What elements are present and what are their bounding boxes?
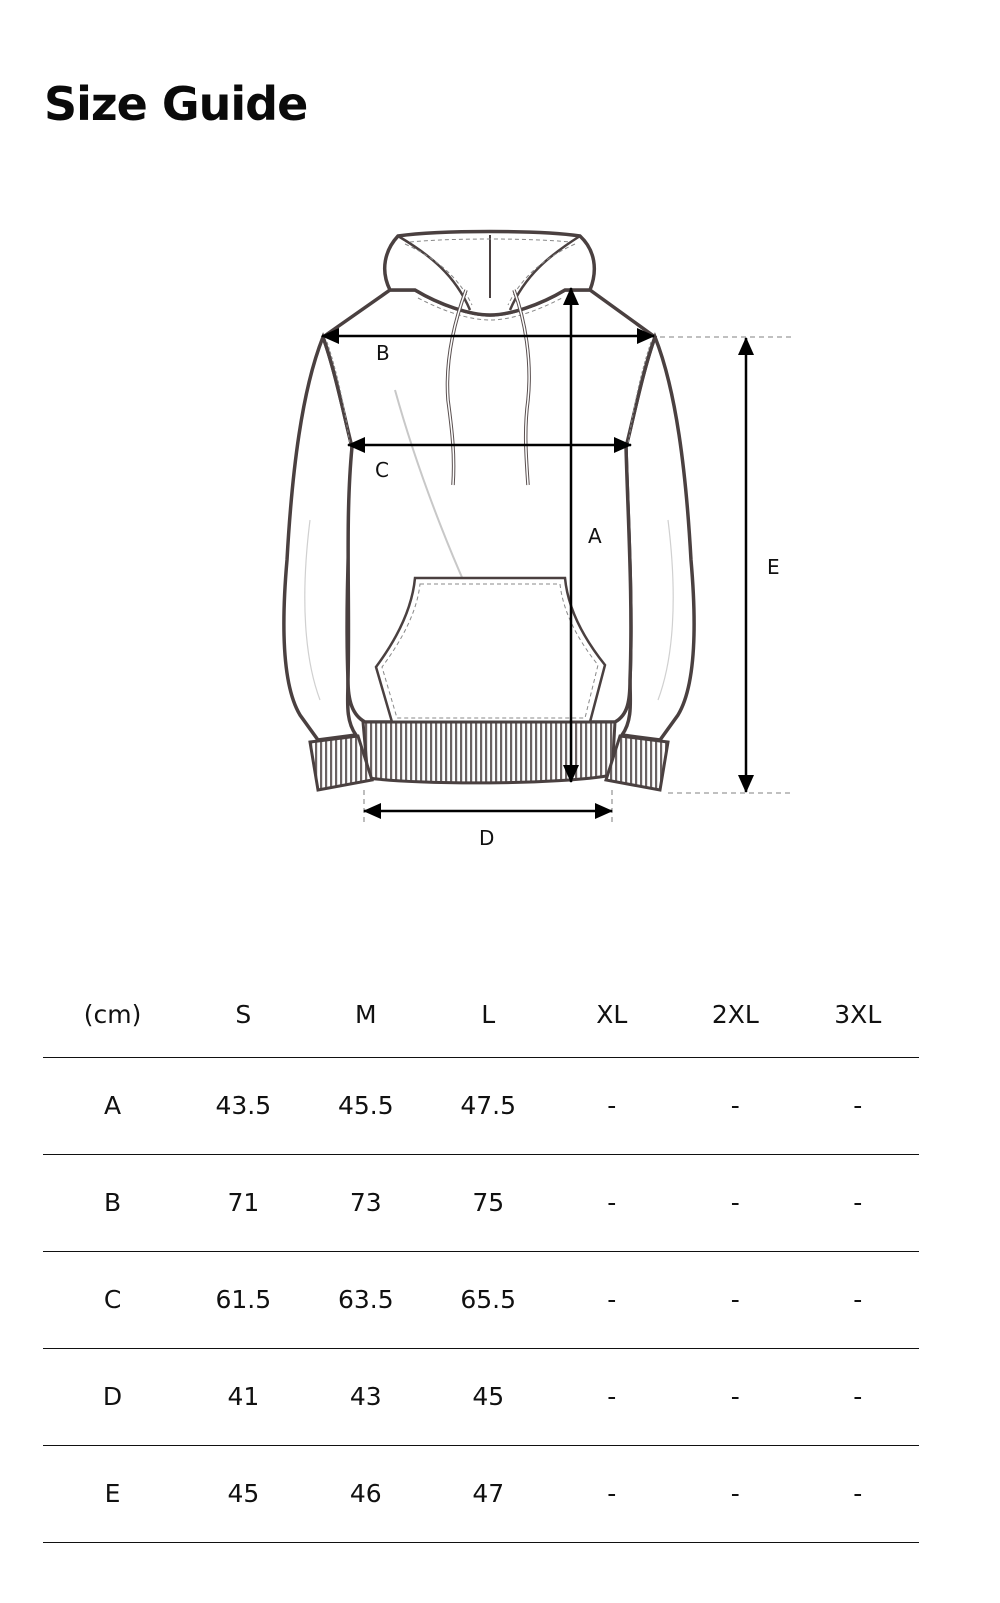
cell-value: 45.5 <box>337 1091 394 1120</box>
row-label: A <box>104 1091 122 1120</box>
cell-value: 71 <box>227 1188 260 1217</box>
cell-value: 43 <box>349 1382 382 1411</box>
cell-value: - <box>607 1285 617 1314</box>
cell-value: - <box>853 1285 863 1314</box>
cell-value: 46 <box>349 1479 382 1508</box>
row-label: B <box>103 1188 122 1217</box>
row-label: E <box>104 1479 121 1508</box>
label-e: E <box>767 555 780 579</box>
table-row: D 41 43 45 - - - <box>43 1348 919 1446</box>
cell-value: - <box>853 1382 863 1411</box>
row-label: D <box>102 1382 123 1411</box>
cell-value: - <box>853 1188 863 1217</box>
cell-value: - <box>853 1091 863 1120</box>
cell-value: 43.5 <box>215 1091 272 1120</box>
size-header-3xl: 3XL <box>834 1000 882 1029</box>
cell-value: 65.5 <box>460 1285 517 1314</box>
unit-header: (cm) <box>83 1000 142 1029</box>
hoodie-icon <box>282 229 696 792</box>
table-header-row: (cm) S M L XL 2XL 3XL <box>43 990 919 1058</box>
size-header-xl: XL <box>596 1000 628 1029</box>
table-row: E 45 46 47 - - - <box>43 1445 919 1543</box>
cell-value: - <box>730 1479 740 1508</box>
cell-value: 61.5 <box>215 1285 272 1314</box>
cell-value: 63.5 <box>337 1285 394 1314</box>
size-header-2xl: 2XL <box>711 1000 759 1029</box>
cell-value: - <box>730 1382 740 1411</box>
guide-lines <box>363 336 792 822</box>
row-label: C <box>103 1285 122 1314</box>
cell-value: 45 <box>472 1382 505 1411</box>
page-title: Size Guide <box>44 77 308 131</box>
cell-value: 75 <box>472 1188 505 1217</box>
cell-value: 45 <box>227 1479 260 1508</box>
dimension-arrows <box>321 287 754 819</box>
cell-value: - <box>607 1091 617 1120</box>
label-a: A <box>588 524 602 548</box>
cell-value: 47 <box>472 1479 505 1508</box>
table-row: A 43.5 45.5 47.5 - - - <box>43 1057 919 1155</box>
cell-value: - <box>730 1285 740 1314</box>
cell-value: - <box>853 1479 863 1508</box>
cell-value: - <box>730 1188 740 1217</box>
cell-value: - <box>730 1091 740 1120</box>
label-d: D <box>479 826 494 850</box>
size-chart-table: (cm) S M L XL 2XL 3XL A 43.5 45.5 47.5 -… <box>43 990 919 1543</box>
cell-value: - <box>607 1479 617 1508</box>
size-header-l: L <box>481 1000 496 1029</box>
size-header-m: M <box>354 1000 377 1029</box>
cell-value: 41 <box>227 1382 260 1411</box>
hoodie-measurement-diagram: B C A E D <box>0 200 1000 880</box>
label-b: B <box>376 341 390 365</box>
label-c: C <box>375 458 389 482</box>
cell-value: - <box>607 1382 617 1411</box>
cell-value: 47.5 <box>460 1091 517 1120</box>
cell-value: 73 <box>349 1188 382 1217</box>
table-row: B 71 73 75 - - - <box>43 1154 919 1252</box>
table-row: C 61.5 63.5 65.5 - - - <box>43 1251 919 1349</box>
cell-value: - <box>607 1188 617 1217</box>
size-header-s: S <box>235 1000 252 1029</box>
